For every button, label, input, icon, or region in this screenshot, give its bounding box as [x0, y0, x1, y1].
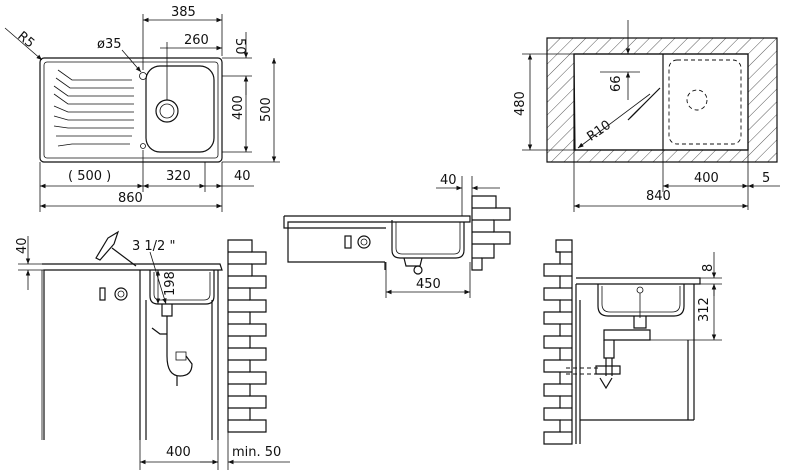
overflow-hole: [140, 143, 146, 149]
dim-400-cutout: 400: [694, 171, 719, 186]
cutout-view: 66 R10 480 400 5 840: [513, 20, 780, 212]
r10-label: R10: [584, 118, 614, 145]
dim-500-paren: ( 500 ): [68, 169, 111, 184]
cutout-opening: [573, 53, 749, 151]
side-section: 40 450: [283, 173, 511, 298]
dim-40-top: 40: [234, 169, 251, 184]
dim-260: 260: [184, 33, 209, 48]
dim-840: 840: [646, 189, 671, 204]
dim-320: 320: [166, 169, 191, 184]
worktop-hatched: [546, 37, 778, 163]
sink-outline: [39, 57, 223, 163]
brick-wall-side: [471, 195, 511, 271]
brick-wall-front: [227, 239, 267, 433]
tap-hole-label: ø35: [97, 37, 122, 52]
dim-40-front: 40: [15, 237, 30, 254]
sink-inner-outline: [43, 61, 219, 159]
dim-860: 860: [118, 191, 143, 206]
dim-8: 8: [701, 264, 716, 272]
dim-312: 312: [697, 297, 712, 322]
dim-400-v: 400: [231, 95, 246, 120]
dim-198: 198: [163, 271, 178, 296]
right-section: 8 312: [543, 239, 722, 445]
sink-top-view: R5 ø35 385 260 50 400 500 ( 500 ): [4, 5, 280, 212]
bowl-outline: [145, 65, 215, 153]
dim-5: 5: [762, 171, 770, 186]
front-section: 40 3 1/2 " 198 400 min. 50: [15, 230, 290, 470]
r5-label: R5: [14, 29, 37, 52]
dim-400-front: 400: [166, 445, 191, 460]
dim-66: 66: [609, 75, 624, 92]
dim-385: 385: [171, 5, 196, 20]
drain-outer: [155, 99, 179, 123]
waste-size: 3 1/2 ": [132, 239, 175, 254]
dim-min50: min. 50: [232, 445, 281, 460]
dim-500-v: 500: [259, 97, 274, 122]
drainer-ribs: [53, 69, 134, 147]
tap-hole: [139, 72, 147, 80]
dim-480: 480: [513, 91, 528, 116]
dim-50: 50: [232, 38, 247, 55]
dim-40-side: 40: [440, 173, 457, 188]
bowl-dashed: [668, 59, 742, 145]
dim-450: 450: [416, 277, 441, 292]
drain-inner: [159, 103, 175, 119]
brick-wall-right: [543, 239, 573, 445]
